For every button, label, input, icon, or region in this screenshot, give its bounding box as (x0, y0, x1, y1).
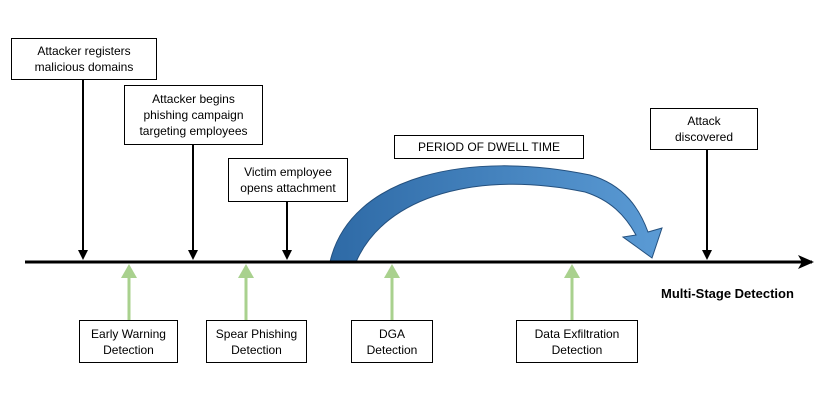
detection-box-data-exfiltration: Data Exfiltration Detection (516, 320, 638, 363)
detection-box-dga: DGA Detection (351, 320, 433, 363)
detection-arrowhead-spear-phishing (238, 264, 254, 278)
detection-box-early-warning: Early Warning Detection (79, 320, 178, 363)
detection-arrows (121, 264, 580, 320)
dwell-time-arrow (329, 165, 663, 263)
detection-box-spear-phishing: Spear Phishing Detection (206, 320, 307, 363)
dwell-time-label: PERIOD OF DWELL TIME (394, 135, 584, 159)
multi-stage-detection-label: Multi-Stage Detection (661, 286, 794, 301)
event-box-discovered: Attack discovered (650, 108, 758, 150)
event-box-phishing: Attacker begins phishing campaign target… (124, 85, 263, 145)
event-box-opens: Victim employee opens attachment (228, 158, 348, 202)
detection-arrowhead-data-exfiltration (564, 264, 580, 278)
detection-arrowhead-early-warning (121, 264, 137, 278)
event-box-registers: Attacker registers malicious domains (11, 38, 157, 80)
detection-arrowhead-dga (384, 264, 400, 278)
